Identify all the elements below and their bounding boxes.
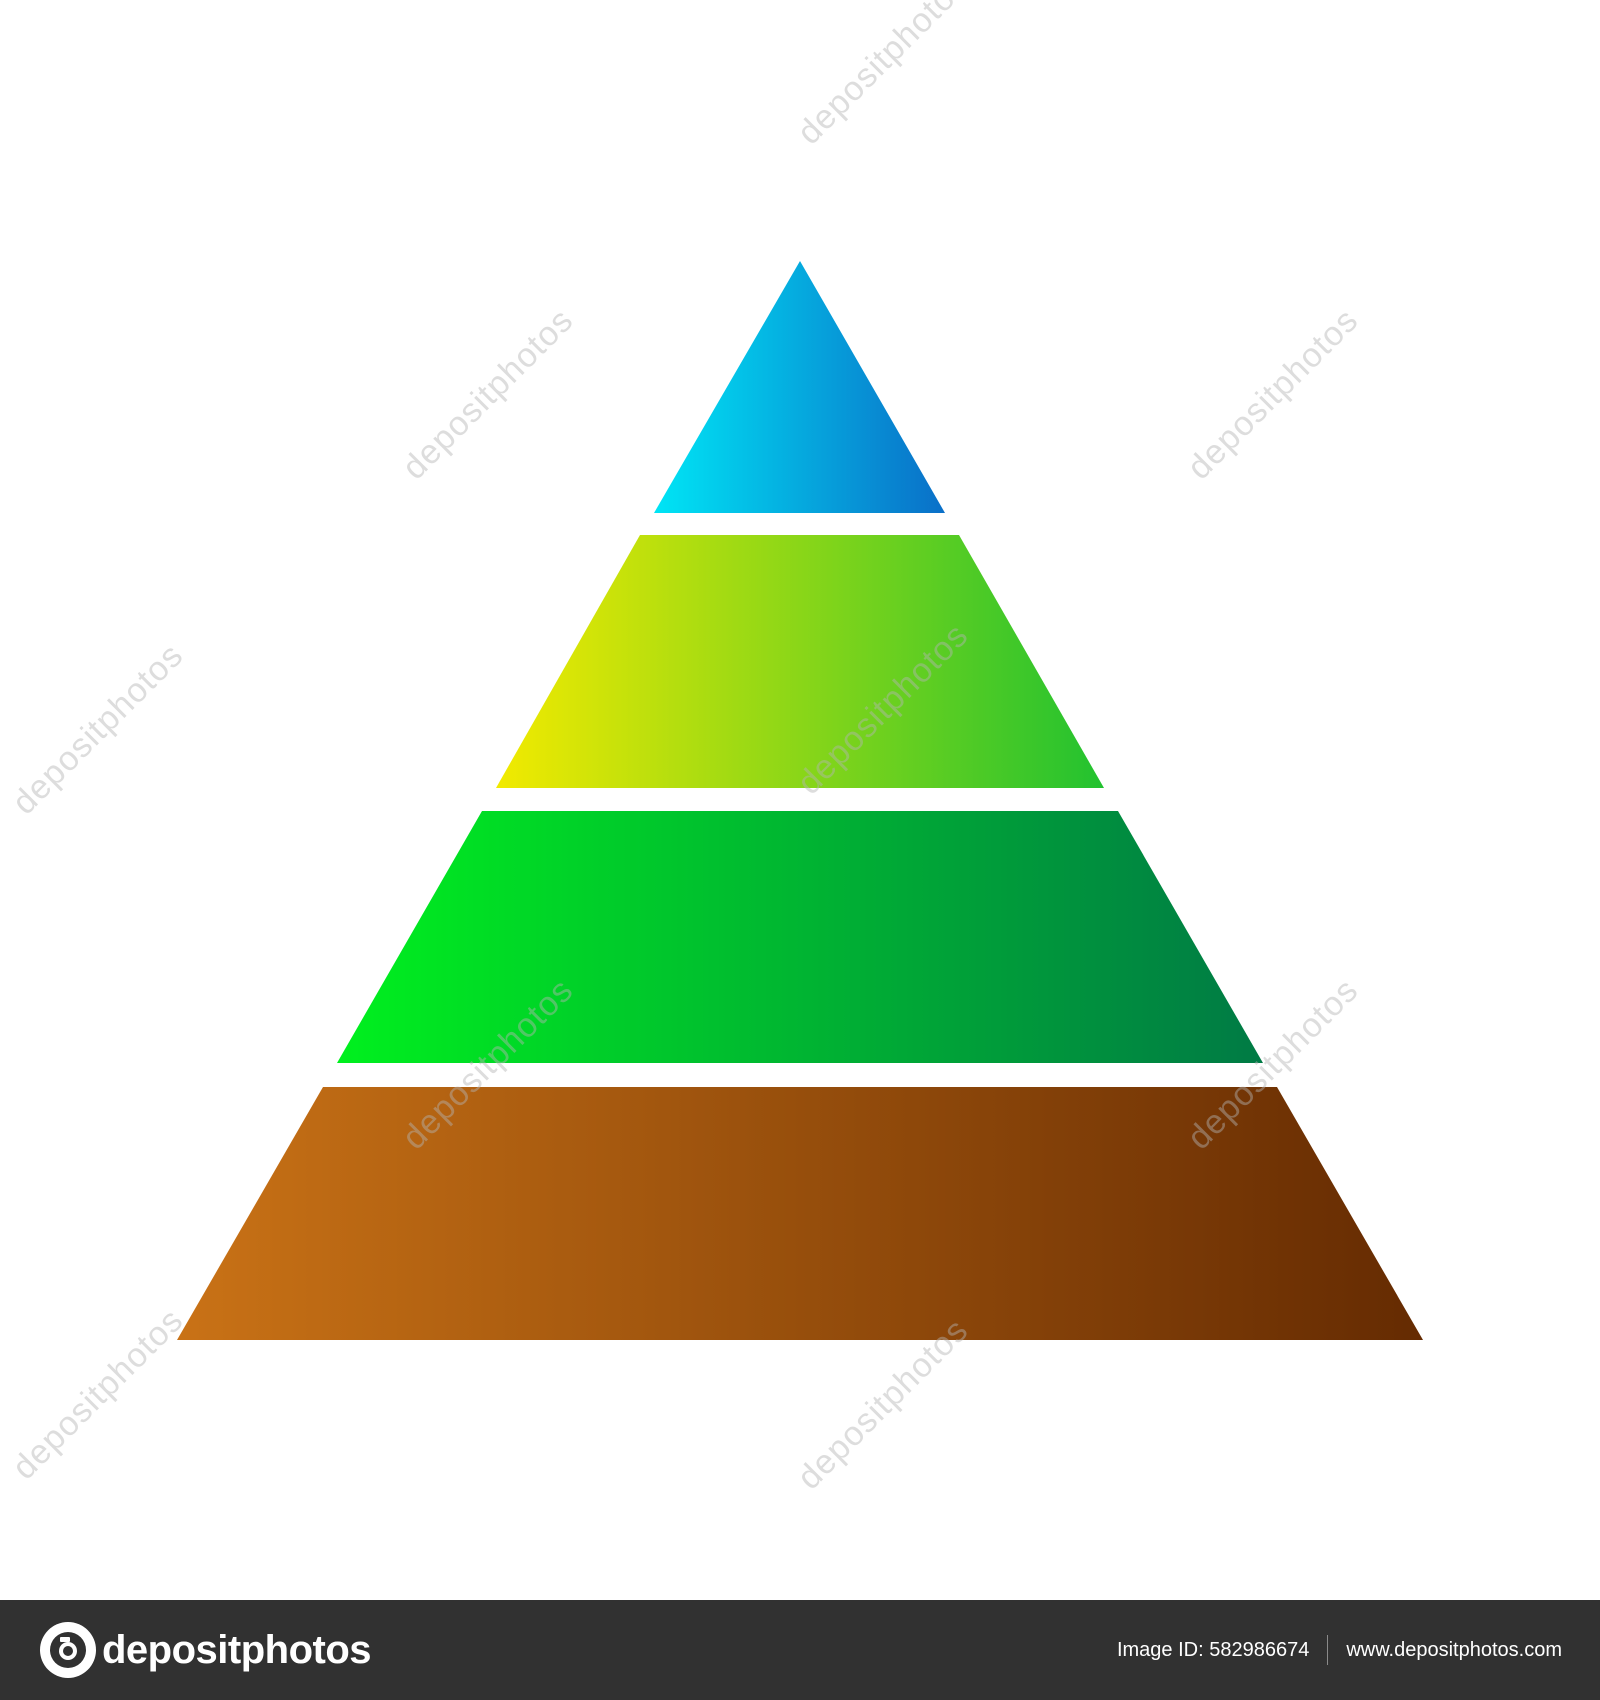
footer-info: Image ID: 582986674 www.depositphotos.co… [1117, 1635, 1562, 1665]
pyramid-level-3 [337, 811, 1263, 1063]
footer-bar: depositphotos Image ID: 582986674 www.de… [0, 1600, 1600, 1700]
pyramid-diagram [177, 261, 1423, 1340]
camera-icon [40, 1622, 96, 1678]
website-link[interactable]: www.depositphotos.com [1346, 1638, 1562, 1661]
image-id: Image ID: 582986674 [1116, 1638, 1310, 1661]
brand-logo[interactable]: depositphotos [40, 1622, 372, 1678]
pyramid-level-base [177, 1087, 1423, 1340]
pyramid-level-2 [496, 535, 1104, 788]
footer-divider [1327, 1635, 1329, 1665]
logo-text: depositphotos [102, 1627, 372, 1672]
pyramid-level-top [654, 261, 945, 513]
